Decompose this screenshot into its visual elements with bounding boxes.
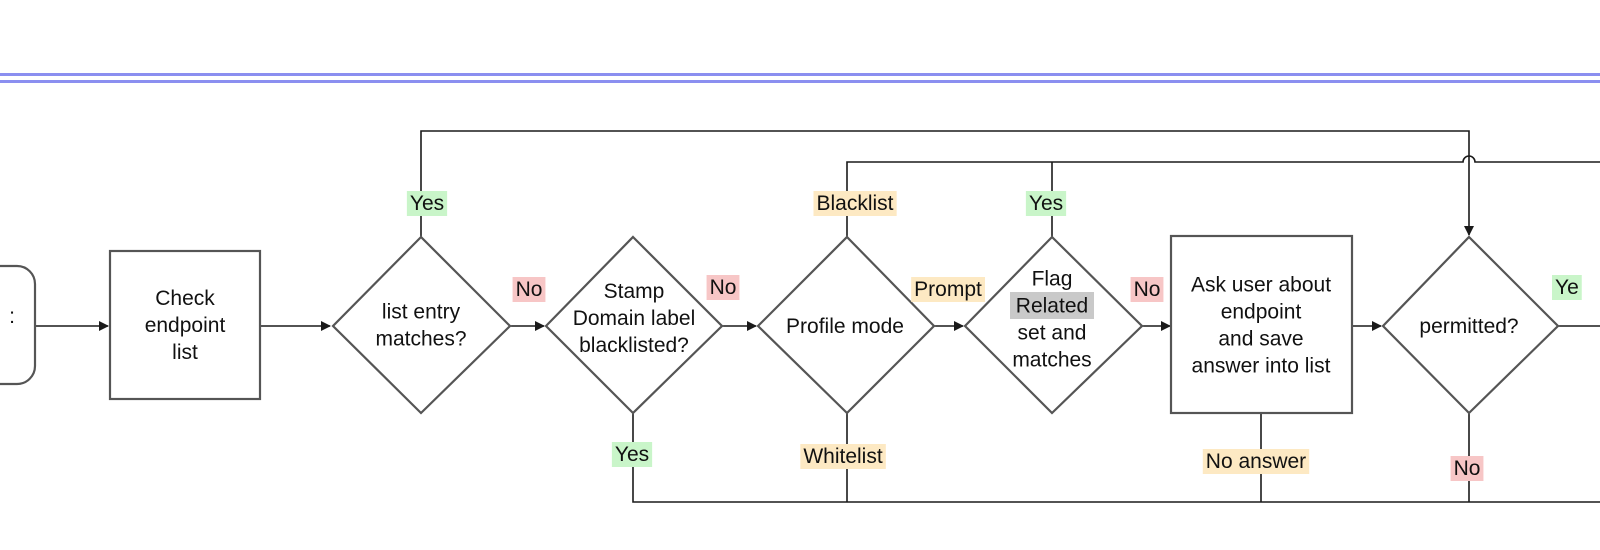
label-text: No	[1454, 457, 1481, 480]
label-no-permitted: No	[1450, 456, 1484, 481]
label-text: Whitelist	[803, 445, 883, 468]
label-background	[800, 444, 886, 469]
label-text: No	[516, 278, 543, 301]
label-whitelist: Whitelist	[800, 444, 886, 469]
node-text-line: list	[172, 341, 198, 364]
node-text-line: matches	[1012, 349, 1091, 372]
node-text-line: Related	[1016, 295, 1088, 318]
label-background	[1552, 275, 1582, 300]
label-background	[813, 191, 897, 216]
permitted-decision: permitted?	[1381, 235, 1560, 415]
label-text: Blacklist	[816, 192, 893, 215]
label-background	[406, 191, 448, 216]
node-text-line: answer into list	[1192, 355, 1331, 378]
list-entry-matches-decision: list entry matches?	[331, 235, 512, 415]
label-text: Ye	[1555, 276, 1579, 299]
node-text-line: blacklisted?	[579, 334, 689, 357]
ask-user-node: Ask user about endpoint and save answer int…	[1169, 234, 1354, 415]
label-text: No answer	[1206, 450, 1306, 473]
edge-blacklist-loop	[846, 155, 1600, 237]
label-blacklist: Blacklist	[813, 191, 897, 216]
label-text: No	[710, 276, 737, 299]
node-text-line: Ask user about	[1191, 274, 1331, 297]
label-background	[512, 277, 546, 302]
node-text-line: set and	[1018, 322, 1087, 345]
label-text: Yes	[410, 192, 444, 215]
label-no-list: No	[512, 277, 546, 302]
label-yes-list-top: Yes	[406, 191, 448, 216]
label-text: Prompt	[914, 278, 982, 301]
node-text-line: Flag	[1032, 268, 1073, 291]
label-background	[1450, 456, 1484, 481]
label-background	[611, 442, 653, 467]
start-node: :	[0, 264, 37, 386]
label-background	[1202, 449, 1310, 474]
node-text-line: endpoint	[1221, 301, 1302, 324]
label-background	[1130, 277, 1164, 302]
node-text-line: permitted?	[1419, 315, 1518, 338]
check-endpoint-list-node: Check endpoint list	[108, 249, 262, 401]
node-text-line: matches?	[375, 328, 466, 351]
node-text-line: endpoint	[145, 314, 226, 337]
svg-text:permitted?: permitted?	[1419, 315, 1518, 338]
label-prompt: Prompt	[911, 277, 986, 302]
svg-text:Profile mode: Profile mode	[786, 315, 904, 338]
node-text-line: Profile mode	[786, 315, 904, 338]
label-text: No	[1134, 278, 1161, 301]
label-yes-flag: Yes	[1025, 191, 1067, 216]
header-rule	[0, 73, 1600, 83]
label-no-flag: No	[1130, 277, 1164, 302]
label-yes-stamp: Yes	[611, 442, 653, 467]
edge-list-yes-loop	[420, 130, 1474, 237]
label-text: Yes	[1029, 192, 1063, 215]
profile-mode-decision: Profile mode	[756, 235, 936, 415]
label-background	[911, 277, 986, 302]
label-background	[1025, 191, 1067, 216]
node-text-line: and save	[1218, 328, 1303, 351]
label-no-stamp: No	[706, 275, 740, 300]
node-text-line: Domain label	[573, 307, 696, 330]
node-text-line: :	[9, 305, 15, 328]
label-text: Yes	[615, 443, 649, 466]
node-text-line: list entry	[382, 301, 461, 324]
related-highlight	[1010, 292, 1094, 319]
node-text-line: Stamp	[604, 280, 665, 303]
svg-text::: :	[9, 305, 15, 328]
label-background	[706, 275, 740, 300]
label-no-answer: No answer	[1202, 449, 1310, 474]
node-text-line: Check	[155, 287, 215, 310]
label-yes-permitted: Ye	[1552, 275, 1582, 300]
